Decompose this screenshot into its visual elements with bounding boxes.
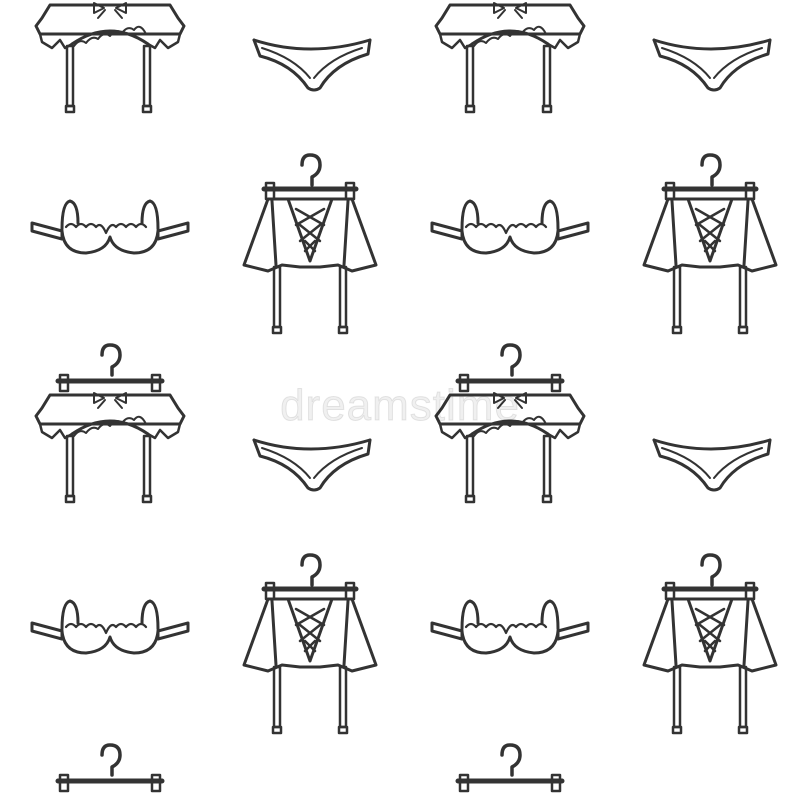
thong-icon bbox=[252, 438, 372, 492]
bra-icon bbox=[430, 599, 590, 655]
bra-icon bbox=[430, 199, 590, 255]
pattern-icons bbox=[30, 1, 776, 791]
corset-skirt-on-hanger-icon bbox=[244, 155, 376, 333]
hanger-icon bbox=[458, 345, 562, 391]
thong-icon bbox=[652, 438, 772, 492]
garter-belt-icon bbox=[34, 1, 186, 114]
bra-icon bbox=[30, 599, 190, 655]
corset-skirt-on-hanger-icon bbox=[644, 555, 776, 733]
thong-icon bbox=[252, 38, 372, 92]
hanger-icon bbox=[458, 745, 562, 791]
garter-belt-icon bbox=[434, 391, 586, 504]
thong-icon bbox=[652, 38, 772, 92]
hanger-icon bbox=[58, 745, 162, 791]
garter-belt-icon bbox=[434, 1, 586, 114]
garter-belt-icon bbox=[34, 391, 186, 504]
corset-skirt-on-hanger-icon bbox=[244, 555, 376, 733]
bra-icon bbox=[30, 199, 190, 255]
corset-skirt-on-hanger-icon bbox=[644, 155, 776, 333]
hanger-icon bbox=[58, 345, 162, 391]
